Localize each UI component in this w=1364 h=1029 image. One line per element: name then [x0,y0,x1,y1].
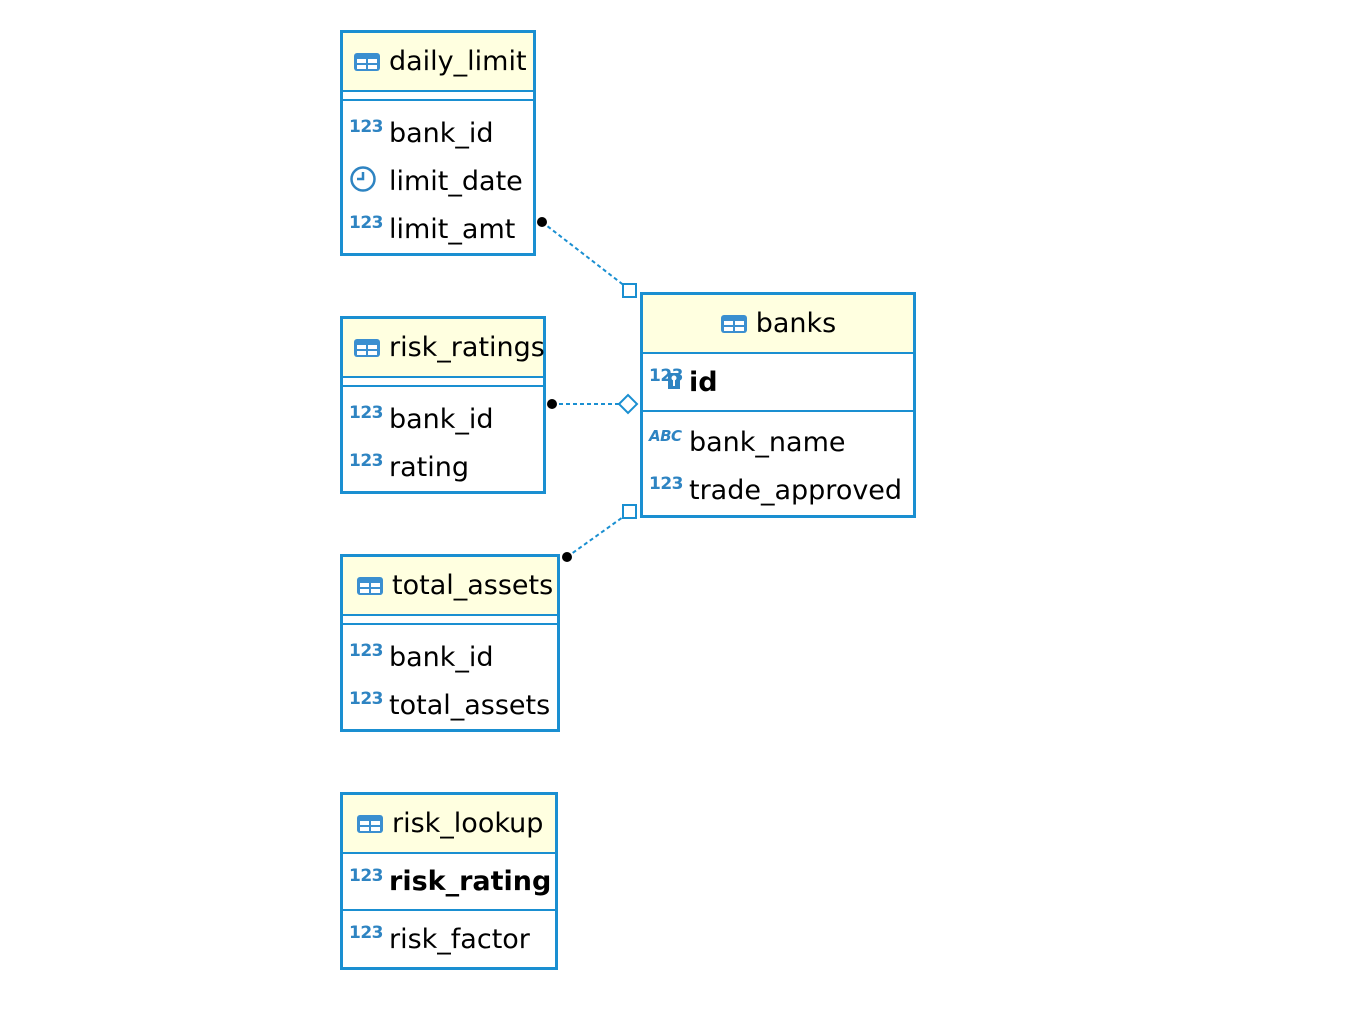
relationship-target-marker [622,504,637,519]
table-icon [720,314,748,334]
field-row[interactable]: 123 risk_factor [343,911,555,967]
relationship-target-marker [622,283,637,298]
numeric-type-icon: 123 [349,403,384,423]
relationship-risk-ratings-banks [547,393,639,415]
field-name: risk_factor [389,923,530,955]
field-row[interactable]: 123 total_assets [343,681,557,729]
relationship-source-dot [562,552,572,562]
relationship-total-assets-banks [562,504,637,562]
field-name: bank_id [389,403,494,435]
numeric-type-icon: 123 [349,213,384,233]
field-name: rating [389,451,469,483]
field-name: bank_id [389,117,494,149]
relationship-source-dot [537,217,547,227]
primary-key-numeric-icon: 123 [649,366,685,389]
relationship-source-dot [547,399,557,409]
primary-key-section [343,616,557,625]
entity-header: risk_lookup [343,795,555,854]
entity-risk-lookup[interactable]: risk_lookup 123 risk_rating 123 risk_fac… [340,792,558,970]
primary-key-row[interactable]: 123 risk_rating [343,854,555,909]
entity-risk-ratings[interactable]: risk_ratings 123 bank_id 123 rating [340,316,546,494]
table-icon [356,576,384,596]
numeric-type-icon: 123 [349,865,384,886]
field-row[interactable]: 123 trade_approved [643,466,913,514]
entity-name: risk_ratings [389,332,545,363]
table-icon [353,338,381,358]
field-row[interactable]: 123 bank_id [343,633,557,681]
primary-key-section [343,92,533,101]
field-name: bank_name [689,426,846,458]
relationship-target-marker [617,393,639,415]
entity-name: total_assets [392,570,554,601]
field-row[interactable]: 123 bank_id [343,109,533,157]
field-name: limit_amt [389,213,516,245]
entity-daily-limit[interactable]: daily_limit 123 bank_id limit_date 123 l… [340,30,536,256]
entity-header: total_assets [343,557,557,616]
entity-name: risk_lookup [392,808,544,839]
entity-header: risk_ratings [343,319,545,378]
entity-banks[interactable]: banks 123 id ABC bank_name 123 trade_app… [640,292,916,518]
primary-key-row[interactable]: 123 id [643,354,913,410]
field-row[interactable]: ABC bank_name [643,418,913,466]
clock-icon [349,159,385,192]
primary-key-section [343,378,543,387]
field-name: trade_approved [689,474,903,506]
text-type-icon: ABC [649,427,682,445]
numeric-type-icon: 123 [349,117,384,137]
numeric-type-icon: 123 [349,923,384,943]
numeric-type-icon: 123 [349,641,384,661]
primary-key-section: 123 id [643,354,913,412]
table-icon [353,52,381,72]
table-icon [356,814,384,834]
relationship-daily-limit-banks [537,217,637,298]
field-name: id [689,366,718,398]
entity-name: daily_limit [389,46,527,77]
field-row[interactable]: 123 bank_id [343,395,543,443]
entity-header: banks [643,295,913,354]
numeric-type-icon: 123 [349,451,384,471]
field-name: total_assets [389,689,551,721]
numeric-type-icon: 123 [349,689,384,709]
entity-name: banks [755,308,837,339]
field-row[interactable]: limit_date [343,157,533,205]
entity-total-assets[interactable]: total_assets 123 bank_id 123 total_asset… [340,554,560,732]
field-row[interactable]: 123 limit_amt [343,205,533,253]
field-name: bank_id [389,641,494,673]
entity-header: daily_limit [343,33,533,92]
numeric-type-icon: 123 [649,474,684,494]
field-row[interactable]: 123 rating [343,443,543,491]
field-name: risk_rating [389,866,552,897]
primary-key-section: 123 risk_rating [343,854,555,911]
field-name: limit_date [389,165,523,197]
